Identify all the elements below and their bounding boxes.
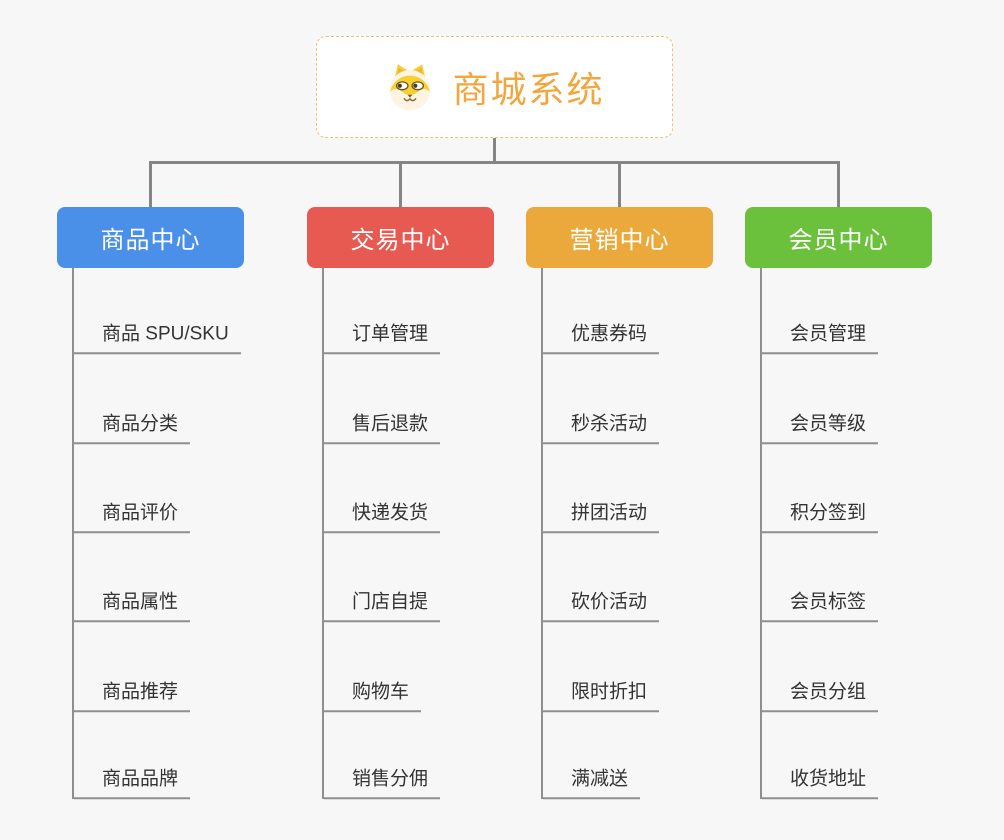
branch-node-member-center[interactable]: 会员中心 [745,207,932,268]
branch-label: 交易中心 [350,227,451,254]
leaf-column-marketing: 优惠券码 秒杀活动 拼团活动 砍价活动 限时折扣 满减送 [541,268,660,799]
leaf-column-member: 会员管理 会员等级 积分签到 会员标签 会员分组 收货地址 [760,268,879,799]
connector-drop-1 [149,161,152,207]
root-title: 商城系统 [452,69,605,110]
leaf-node[interactable]: 售后退款 [324,412,441,444]
leaf-node[interactable]: 优惠券码 [543,322,660,354]
branch-label: 营销中心 [569,227,670,254]
leaf-node[interactable]: 商品推荐 [74,680,191,712]
leaf-node[interactable]: 秒杀活动 [543,412,660,444]
leaf-node[interactable]: 订单管理 [324,322,441,354]
connector-drop-2 [399,161,402,207]
branch-node-trade-center[interactable]: 交易中心 [307,207,494,268]
leaf-node[interactable]: 拼团活动 [543,501,660,533]
leaf-node[interactable]: 限时折扣 [543,680,660,712]
dog-face-icon [390,64,431,111]
leaf-node[interactable]: 门店自提 [324,590,441,622]
leaf-node[interactable]: 商品 SPU/SKU [74,322,241,354]
leaf-node[interactable]: 购物车 [324,680,422,712]
leaf-node[interactable]: 销售分佣 [324,767,441,799]
leaf-node[interactable]: 会员标签 [762,590,879,622]
leaf-node[interactable]: 收货地址 [762,767,879,799]
leaf-node[interactable]: 积分签到 [762,501,879,533]
leaf-node[interactable]: 砍价活动 [543,590,660,622]
leaf-node[interactable]: 商品属性 [74,590,191,622]
branch-label: 商品中心 [100,227,201,254]
connector-drop-3 [618,161,621,207]
leaf-node[interactable]: 商品分类 [74,412,191,444]
leaf-node[interactable]: 快递发货 [324,501,441,533]
leaf-column-trade: 订单管理 售后退款 快递发货 门店自提 购物车 销售分佣 [322,268,441,799]
leaf-column-product: 商品 SPU/SKU 商品分类 商品评价 商品属性 商品推荐 商品品牌 [72,268,241,799]
leaf-node[interactable]: 商品品牌 [74,767,191,799]
branch-label: 会员中心 [788,227,889,254]
connector-root-stem [493,138,496,163]
leaf-node[interactable]: 会员等级 [762,412,879,444]
root-node-mall-system[interactable]: 商城系统 [316,36,673,138]
connector-horizontal-bar [149,161,840,164]
leaf-node[interactable]: 满减送 [543,767,641,799]
connector-drop-4 [837,161,840,207]
branch-node-product-center[interactable]: 商品中心 [57,207,244,268]
leaf-node[interactable]: 商品评价 [74,501,191,533]
leaf-node[interactable]: 会员管理 [762,322,879,354]
branch-node-marketing-center[interactable]: 营销中心 [526,207,713,268]
leaf-node[interactable]: 会员分组 [762,680,879,712]
